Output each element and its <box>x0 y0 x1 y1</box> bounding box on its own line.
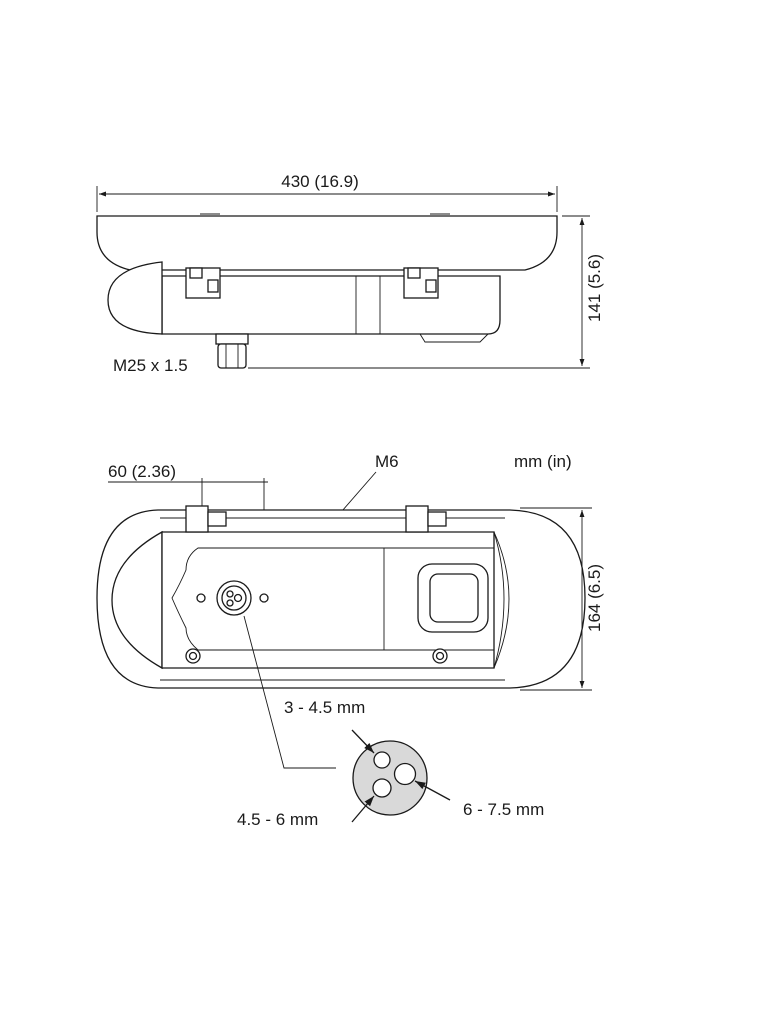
large-hole-label: 6 - 7.5 mm <box>463 800 544 819</box>
medium-hole-label: 4.5 - 6 mm <box>237 810 318 829</box>
bottom-view: 60 (2.36) M6 mm (in) <box>96 452 604 769</box>
m6-hole-left <box>196 593 206 603</box>
gland-thread-label: M25 x 1.5 <box>113 356 188 375</box>
large-hole <box>393 762 417 786</box>
width-dimension-label: 430 (16.9) <box>281 172 359 191</box>
m6-hole-right <box>259 593 269 603</box>
medium-hole <box>372 778 392 798</box>
gland-insert <box>352 740 428 816</box>
side-height-dimension-label: 141 (5.6) <box>585 254 604 322</box>
offset-dimension-label: 60 (2.36) <box>108 462 176 481</box>
clamp-left-bottom <box>185 505 209 533</box>
gland-detail: 3 - 4.5 mm 4.5 - 6 mm 6 - 7.5 mm <box>237 698 544 829</box>
medium-hole-arrow <box>351 795 375 823</box>
detail-leader-line <box>243 615 336 769</box>
side-view: 430 (16.9) M25 x 1.5 <box>96 172 604 375</box>
large-hole-arrow <box>414 780 451 801</box>
units-label: mm (in) <box>514 452 572 471</box>
clamp-right-bottom <box>405 505 429 533</box>
rear-dome <box>107 261 163 335</box>
m6-thread-label: M6 <box>375 452 399 471</box>
small-hole <box>373 751 391 769</box>
small-hole-label: 3 - 4.5 mm <box>284 698 365 717</box>
clamp-right <box>403 267 439 299</box>
bottom-height-dimension-label: 164 (6.5) <box>585 564 604 632</box>
sunshield <box>96 215 558 271</box>
cable-gland <box>215 333 249 369</box>
rear-dome-bottom <box>111 530 163 670</box>
clamp-left <box>185 267 221 299</box>
small-hole-arrow <box>351 729 375 754</box>
